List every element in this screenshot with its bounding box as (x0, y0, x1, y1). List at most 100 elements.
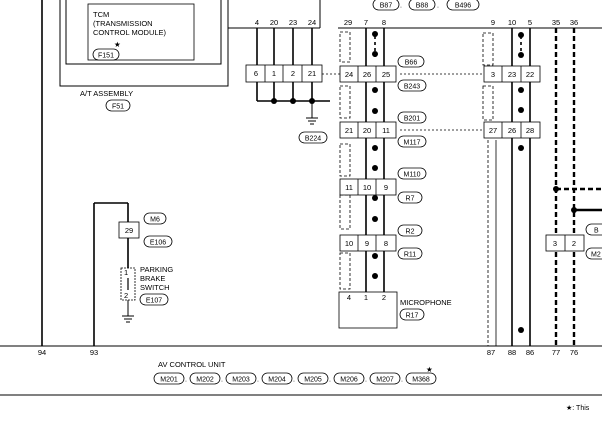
tcm-box-pin-1: 1 (272, 69, 276, 78)
parking-brake-pin-2: 2 (124, 291, 128, 300)
inline-connector-e106-badge (143, 235, 173, 248)
mid-block2-pin-21: 21 (345, 126, 353, 135)
parking-brake-label-3: SWITCH (140, 283, 170, 292)
microphone-connector-badge (399, 308, 425, 321)
svg-text:.: . (329, 377, 331, 384)
microphone-pin-2: 2 (382, 293, 386, 302)
parking-brake-connector: E107 (146, 298, 162, 305)
parking-brake-connector-badge (139, 293, 169, 306)
mid-block-2 (339, 121, 397, 139)
microphone-pin-1: 1 (364, 293, 368, 302)
tcm-connector-badge (92, 48, 120, 61)
mid-connector-m117: M117 (404, 140, 421, 147)
mid-block-1 (339, 65, 397, 83)
tcm-box (65, 0, 222, 65)
parking-brake-inline-pin: 29 (125, 226, 133, 235)
right-block-1 (483, 65, 541, 83)
av-pin-94: 94 (38, 348, 46, 357)
svg-text:.: . (185, 377, 187, 384)
mid-connector-b66: B66 (405, 60, 418, 67)
svg-text:.: . (401, 377, 403, 384)
av-control-unit-label: AV CONTROL UNIT (158, 360, 226, 369)
mid-block2-pin-20: 20 (363, 126, 371, 135)
right-pin-top-9: 9 (491, 18, 495, 27)
right-block1-pin-3: 3 (491, 70, 495, 79)
tcm-pin-top-23: 23 (289, 18, 297, 27)
av-pin-88: 88 (508, 348, 516, 357)
top-connector-b87: B87 (380, 3, 393, 10)
av-control-unit-star: ★ (426, 365, 433, 374)
right-block2-pin-28: 28 (526, 126, 534, 135)
mid-block-4 (339, 234, 397, 252)
tcm-connector-label: F151 (98, 53, 114, 60)
right-block2-pin-26: 26 (508, 126, 516, 135)
svg-text:.: . (293, 377, 295, 384)
av-pin-76: 76 (570, 348, 578, 357)
top-connector-b496: B496 (455, 3, 471, 10)
av-connector-m201: M201 (160, 377, 178, 384)
tcm-box-pin-6: 6 (254, 69, 258, 78)
far-right-block-pin-3: 3 (553, 239, 557, 248)
mid-pin-top-8: 8 (382, 18, 386, 27)
av-connector-list: M201 M202 M203 M204 M205 M206 M207 M368 … (153, 372, 437, 385)
mid-block1-pin-24: 24 (345, 70, 353, 79)
ground-connector-badge (298, 131, 328, 144)
av-pin-93: 93 (90, 348, 98, 357)
ground-connector-label: B224 (305, 136, 321, 143)
svg-text:.: . (365, 377, 367, 384)
mid-block3-pin-11: 11 (345, 183, 353, 192)
mid-block4-pin-9: 9 (365, 239, 369, 248)
tcm-pin-top-24: 24 (308, 18, 316, 27)
mid-block3-pin-10: 10 (363, 183, 371, 192)
av-connector-m206: M206 (340, 377, 358, 384)
av-connector-m205: M205 (304, 377, 322, 384)
inline-connector-m6-badge (143, 212, 167, 225)
tcm-title-line-1: TCM (93, 10, 109, 19)
mid-block2-pin-11: 11 (382, 126, 390, 135)
far-right-connector-m2-badge (585, 247, 602, 260)
at-assembly-label: A/T ASSEMBLY (80, 89, 133, 98)
mid-pin-top-29: 29 (344, 18, 352, 27)
far-right-pin-top-35: 35 (552, 18, 560, 27)
mid-connector-r11: R11 (404, 252, 416, 259)
at-assembly-connector-label: F51 (112, 104, 124, 111)
right-pin-top-5: 5 (528, 18, 532, 27)
at-assembly-connector-badge (105, 99, 131, 112)
right-pin-top-10: 10 (508, 18, 516, 27)
far-right-pin-top-36: 36 (570, 18, 578, 27)
at-assembly-outline (59, 0, 229, 87)
far-right-block-pin-2: 2 (572, 239, 576, 248)
mid-connector-b243: B243 (404, 84, 420, 91)
microphone-pin-4: 4 (347, 293, 351, 302)
svg-text:.: . (437, 3, 439, 10)
av-connector-m368: M368 (412, 377, 430, 384)
right-block-2 (483, 121, 541, 139)
parking-brake-label-1: PARKING (140, 265, 173, 274)
av-pin-87: 87 (487, 348, 495, 357)
av-connector-m207: M207 (376, 377, 394, 384)
mid-block-3 (339, 178, 397, 196)
av-connector-m202: M202 (196, 377, 214, 384)
mid-block3-pin-9: 9 (384, 183, 388, 192)
tcm-title-line-2: (TRANSMISSION (93, 19, 153, 28)
inline-connector-m6: M6 (150, 217, 160, 224)
far-right-connector-m2: M2 (591, 252, 601, 259)
av-connector-m203: M203 (232, 377, 250, 384)
parking-brake-inline-connector (118, 221, 140, 239)
tcm-title-line-3: CONTROL MODULE) (93, 28, 167, 37)
tcm-box-pin-2: 2 (291, 69, 295, 78)
right-block2-pin-27: 27 (489, 126, 497, 135)
av-pin-77: 77 (552, 348, 560, 357)
tcm-pin-top-20: 20 (270, 18, 278, 27)
mid-block4-pin-10: 10 (345, 239, 353, 248)
av-pin-86: 86 (526, 348, 534, 357)
svg-text:.: . (400, 3, 402, 10)
tcm-star: ★ (114, 40, 121, 49)
mid-connector-m110: M110 (404, 172, 421, 179)
mid-pin-top-7: 7 (364, 18, 368, 27)
svg-text:.: . (257, 377, 259, 384)
right-block1-pin-22: 22 (526, 70, 534, 79)
tcm-inner-box (87, 3, 195, 61)
mid-connector-b201: B201 (404, 116, 420, 123)
